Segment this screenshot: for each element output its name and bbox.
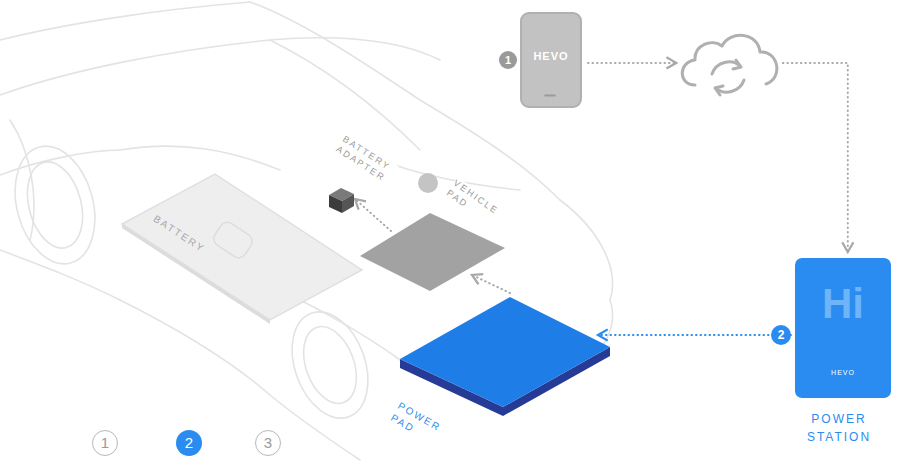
power-station: HiHEVOPOWER STATION — [795, 258, 891, 398]
part-label: BATTERY ADAPTER — [334, 133, 399, 187]
battery: BATTERY — [120, 172, 365, 324]
callout-number: 2 — [771, 325, 791, 345]
dotted-line — [472, 275, 510, 293]
flow-connector — [472, 275, 510, 293]
display-text: Hi — [795, 280, 891, 328]
power-pad: POWER PAD — [398, 295, 613, 420]
dotted-line — [598, 334, 791, 336]
dotted-line — [588, 62, 676, 64]
station-label: POWER STATION — [784, 410, 894, 446]
dotted-line — [355, 199, 391, 231]
flow-connector — [355, 199, 391, 231]
step-indicator: 3 — [255, 430, 281, 456]
phone-icon: HEVO — [520, 12, 582, 108]
flow-connector — [598, 335, 791, 336]
battery-adapter-outline — [325, 185, 357, 215]
step-indicator: 2 — [176, 430, 202, 456]
flow-connector — [588, 63, 848, 252]
brand-text: HEVO — [795, 369, 891, 376]
battery-outline — [120, 172, 365, 324]
step-indicator: 1 — [92, 430, 118, 456]
dotted-line — [783, 63, 848, 252]
power-pad-outline — [398, 295, 613, 420]
part-label: POWER PAD — [389, 399, 449, 449]
battery-adapter: BATTERY ADAPTER — [325, 185, 357, 215]
callout-number: 1 — [499, 51, 517, 69]
cloud-icon — [682, 35, 777, 95]
vehicle-pad: VEHICLE PAD — [358, 211, 508, 293]
app-logo: HEVO — [522, 50, 580, 62]
part-label: VEHICLE PAD — [444, 177, 505, 230]
sensor-dot — [418, 173, 438, 193]
